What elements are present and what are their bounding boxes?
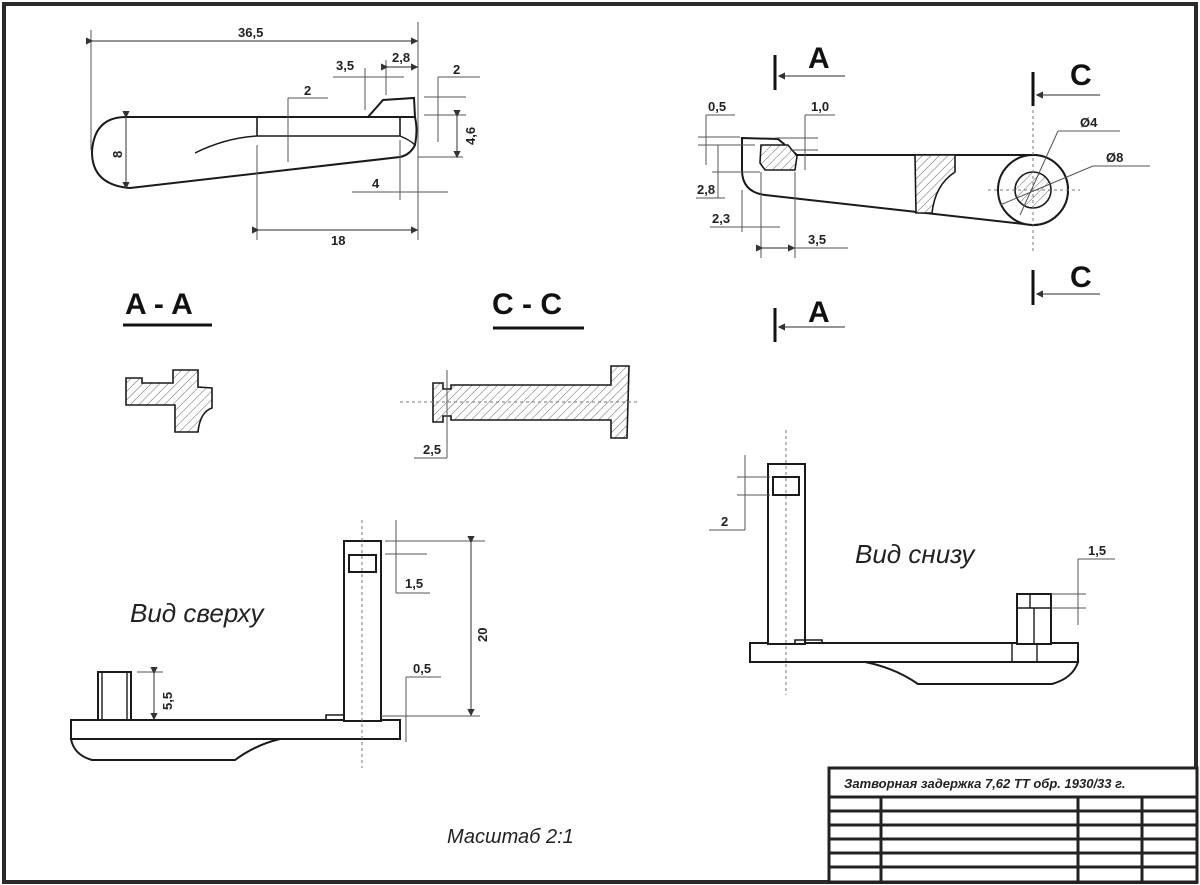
- scale-label: Масштаб 2:1: [447, 826, 574, 848]
- side-view-outline: [90, 116, 418, 190]
- top-view-base: [70, 719, 401, 740]
- dim-overall-length: 36,5: [238, 25, 263, 40]
- dim-groove-2: 2: [304, 83, 311, 98]
- section-aa-title: A - A: [125, 288, 193, 321]
- section-cc-title: C - C: [492, 288, 562, 321]
- dim-height-4-6: 4,6: [463, 127, 478, 145]
- section-marker-a-top: A: [808, 42, 830, 75]
- dim-top-0-5: 0,5: [413, 661, 431, 676]
- dim-length-18: 18: [331, 233, 345, 248]
- section-marker-a-bottom: A: [808, 296, 830, 329]
- dim-2-3: 2,3: [712, 211, 730, 226]
- arm-section: [914, 154, 956, 214]
- bottom-view-lower: [864, 661, 1080, 685]
- dim-head-2-8: 2,8: [392, 50, 410, 65]
- front-view: A A C C 0,5 1,0 2,8 2,3 3,5 Ø4: [696, 42, 1150, 342]
- section-cc: C - C 2,5: [400, 288, 640, 459]
- top-view-lower: [69, 738, 281, 761]
- dim-2-8: 2,8: [697, 182, 715, 197]
- side-view: 36,5 3,5 2,8 2 2 4,6 8 4 18: [86, 22, 480, 248]
- section-marker-c-top: C: [1070, 59, 1092, 92]
- section-marker-c-bottom: C: [1070, 261, 1092, 294]
- dim-top-20: 20: [475, 628, 490, 642]
- dim-diameter-4: Ø4: [1080, 115, 1098, 130]
- dim-top-5-5: 5,5: [160, 692, 175, 710]
- section-cc-profile: [432, 365, 630, 439]
- dim-tip-4: 4: [372, 176, 380, 191]
- dim-0-5: 0,5: [708, 99, 726, 114]
- dim-3-5: 3,5: [808, 232, 826, 247]
- section-aa: A - A: [123, 288, 213, 433]
- bottom-view-slot: [772, 476, 800, 496]
- dim-step-2: 2: [453, 62, 460, 77]
- front-lug-section: [759, 144, 798, 171]
- top-view-post: [97, 671, 132, 721]
- dim-bottom-1-5: 1,5: [1088, 543, 1106, 558]
- dim-height-8: 8: [110, 151, 125, 158]
- top-view: Вид сверху 1,5 20 0,5 5,5: [69, 520, 490, 768]
- dim-top-1-5: 1,5: [405, 576, 423, 591]
- bottom-view: Вид снизу 2 1,5: [709, 430, 1115, 695]
- top-view-slot: [348, 554, 377, 573]
- top-view-label: Вид сверху: [130, 598, 265, 628]
- dim-diameter-8: Ø8: [1106, 150, 1123, 165]
- dim-cc-2-5: 2,5: [423, 442, 441, 457]
- side-view-head: [365, 96, 417, 118]
- dim-head-3-5: 3,5: [336, 58, 354, 73]
- bottom-view-label: Вид снизу: [855, 539, 976, 569]
- dim-1-0: 1,0: [811, 99, 829, 114]
- title-block: Затворная задержка 7,62 ТТ обр. 1930/33 …: [827, 766, 1199, 884]
- bottom-view-base: [749, 642, 1079, 663]
- dim-bottom-2: 2: [721, 514, 728, 529]
- section-aa-profile: [125, 369, 213, 433]
- title-block-title: Затворная задержка 7,62 ТТ обр. 1930/33 …: [844, 776, 1126, 791]
